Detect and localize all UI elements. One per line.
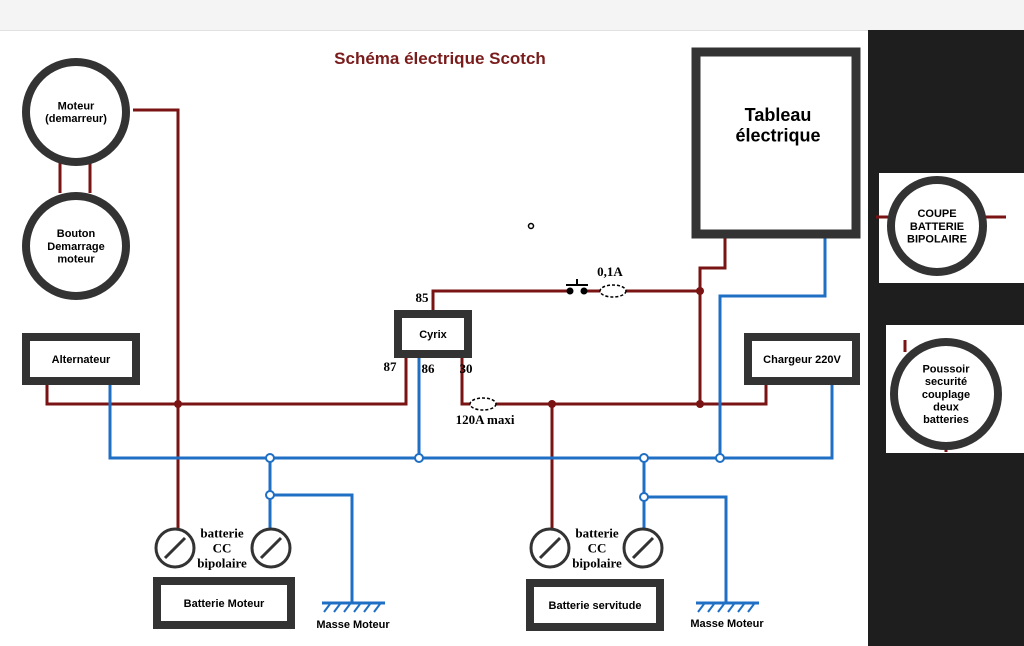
poussoir-circle: [890, 338, 1002, 450]
pin-86-label: 86: [422, 361, 436, 376]
masse-label-2: Masse Moteur: [690, 618, 764, 630]
junction-dot: [174, 400, 182, 408]
junction-dot: [265, 453, 275, 463]
cyrix-label: Cyrix: [419, 329, 447, 341]
tableau-box: [691, 47, 861, 239]
wire-alternateur: [45, 357, 408, 406]
cyrix-box: [394, 310, 472, 358]
wire-moteur-feed: [133, 108, 180, 528]
pin-87-label: 87: [384, 359, 398, 374]
fuse-main-label: 120A maxi: [456, 412, 515, 427]
wire-tableau-feed: [698, 238, 727, 404]
fuse-small-icon: [599, 284, 627, 298]
positive-wires: [45, 108, 1006, 530]
pin-85-label: 85: [416, 290, 430, 305]
masse-label-1: Masse Moteur: [316, 619, 390, 631]
fuse-main-icon: [469, 397, 497, 411]
chargeur-box: [744, 333, 860, 385]
pushbutton-switch-icon: [566, 279, 588, 295]
coupe-circle: [887, 176, 987, 276]
browser-top-bar: [0, 0, 1024, 31]
wire-pin30: [460, 357, 768, 406]
junction-dot: [639, 492, 649, 502]
positive-junctions: [174, 287, 704, 408]
alternateur-box: [22, 333, 140, 385]
junction-dot: [696, 287, 704, 295]
batterie-moteur-label: Batterie Moteur: [184, 598, 265, 610]
wire-negative-bus: [108, 381, 834, 460]
ground-icon: [696, 601, 759, 613]
switch-icon: [529, 527, 571, 569]
switch-icon: [250, 527, 292, 569]
junction-dot: [715, 453, 725, 463]
ground-icon: [322, 601, 385, 613]
switch-icon: [622, 527, 664, 569]
switch-icon: [154, 527, 196, 569]
stray-mark: [527, 222, 535, 230]
fuse-small-label: 0,1A: [597, 264, 623, 279]
wire-masse2: [644, 495, 728, 602]
wire-pin85: [431, 289, 568, 312]
batterie-moteur-box: [153, 577, 295, 629]
junction-dot: [548, 400, 556, 408]
junction-dot: [414, 453, 424, 463]
moteur-circle: [22, 58, 130, 166]
junction-dot: [696, 400, 704, 408]
chargeur-label: Chargeur 220V: [763, 354, 841, 366]
wire-masse1: [270, 493, 354, 602]
wire-tableau-negative: [718, 238, 827, 458]
batterie-servitude-box: [526, 579, 664, 631]
junction-dot: [265, 490, 275, 500]
bouton-circle: [22, 192, 130, 300]
pin-30-label: 30: [460, 361, 473, 376]
negative-junctions: [265, 453, 725, 502]
diagram-title: Schéma électrique Scotch: [334, 49, 546, 68]
alternateur-label: Alternateur: [52, 354, 111, 366]
batterie-servitude-label: Batterie servitude: [549, 600, 642, 612]
moteur-label: Moteur(demarreur): [45, 101, 107, 126]
junction-dot: [639, 453, 649, 463]
